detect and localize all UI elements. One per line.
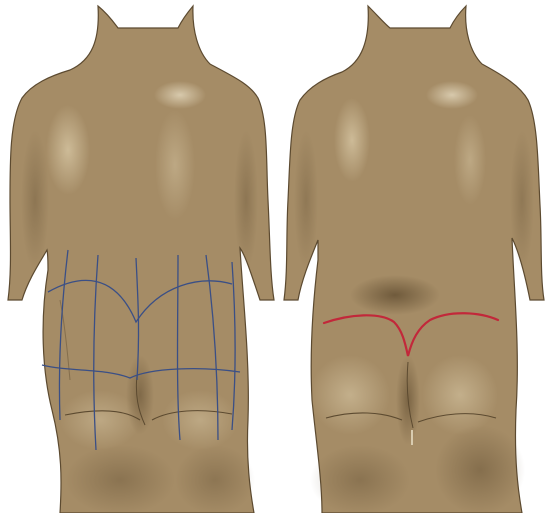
right-buttock-highlight-2 [422,355,498,435]
right-thigh-shadow-2 [435,425,525,513]
left-back-highlight [46,105,90,195]
right-back-highlight-2 [454,115,486,205]
right-back-highlight [334,98,370,182]
left-thigh-shadow-2 [175,445,255,513]
right-lumbar-shadow [350,275,440,315]
left-cleft-shadow [126,355,154,435]
right-arm-shadow-2 [510,130,534,270]
left-thigh-shadow [65,445,175,513]
left-figure [8,6,274,513]
left-arm-shadow-2 [234,130,258,270]
left-shoulder-highlight [154,81,206,109]
right-shoulder-highlight [426,81,478,109]
right-arm-shadow [294,130,318,270]
right-thigh-shadow [310,445,410,513]
left-back-highlight-2 [155,110,195,220]
left-buttock-highlight-2 [162,390,238,450]
left-arm-shadow [21,130,49,270]
right-buttock-highlight [310,355,390,435]
right-figure [284,6,544,513]
left-body-silhouette [8,6,274,513]
